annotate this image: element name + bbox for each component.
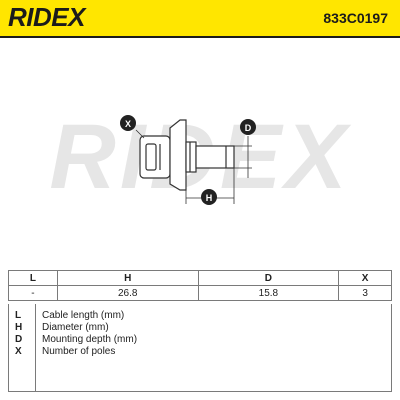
callout-d-label: D xyxy=(245,123,252,133)
technical-drawing: RIDEX xyxy=(49,106,347,208)
callout-d: D xyxy=(240,119,256,135)
legend-text: Diameter (mm) xyxy=(42,322,109,333)
dimensions-table: L H D X - 26.8 15.8 3 xyxy=(8,270,392,301)
header-cell-x: X xyxy=(338,270,392,286)
legend-key: H xyxy=(15,322,23,333)
value-cell-x: 3 xyxy=(338,285,392,301)
header-cell-h: H xyxy=(56,270,199,286)
legend-row: D Mounting depth (mm) xyxy=(9,334,389,346)
brand-logo: RIDEX xyxy=(8,2,85,32)
sensor-tip xyxy=(195,145,235,169)
sensor-drawing xyxy=(139,119,235,191)
connector-housing xyxy=(139,135,171,179)
legend-row: X Number of poles xyxy=(9,346,389,358)
legend-text: Cable length (mm) xyxy=(42,310,125,321)
header-cell-d: D xyxy=(197,270,340,286)
value-cell-l: - xyxy=(8,285,58,301)
mounting-flange xyxy=(169,119,187,191)
dimension-d xyxy=(234,136,252,178)
legend-text: Mounting depth (mm) xyxy=(42,334,138,345)
header-bar: RIDEX 833C0197 xyxy=(0,0,400,38)
part-number: 833C0197 xyxy=(323,10,388,26)
dimensions-value-row: - 26.8 15.8 3 xyxy=(8,285,392,301)
value-cell-h: 26.8 xyxy=(56,285,199,301)
dimensions-header-row: L H D X xyxy=(8,270,392,286)
sensor-collar xyxy=(185,141,197,173)
legend-key: X xyxy=(15,346,22,357)
connector-pins xyxy=(145,143,157,171)
legend-divider xyxy=(35,304,36,391)
callout-x-label: X xyxy=(125,119,131,129)
legend-text: Number of poles xyxy=(42,346,116,357)
legend-key: L xyxy=(15,310,22,321)
value-cell-d: 15.8 xyxy=(197,285,340,301)
legend-key: D xyxy=(15,334,23,345)
callout-h-label: H xyxy=(206,193,213,203)
header-cell-l: L xyxy=(8,270,58,286)
legend-row: H Diameter (mm) xyxy=(9,322,389,334)
legend-row: L Cable length (mm) xyxy=(9,310,389,322)
callout-h: H xyxy=(201,189,217,205)
callout-x: X xyxy=(120,115,136,131)
legend-box: L Cable length (mm) H Diameter (mm) D Mo… xyxy=(8,304,392,392)
